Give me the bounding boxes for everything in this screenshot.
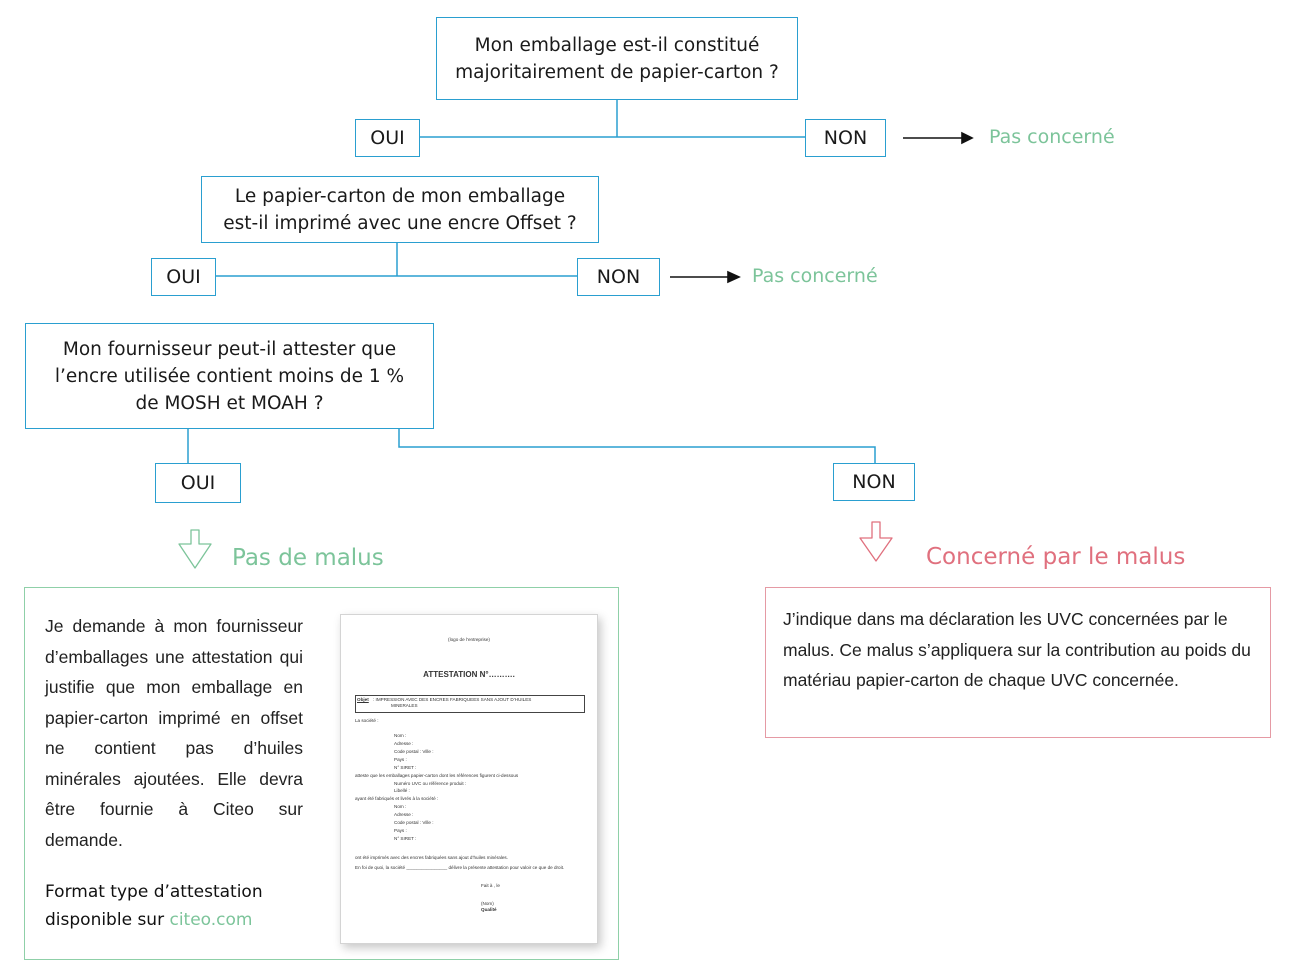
attestation-line: N° SIRET : xyxy=(394,765,417,770)
malus-panel: J’indique dans ma déclaration les UVC co… xyxy=(765,587,1271,738)
format-note-prefix: disponible sur xyxy=(45,910,165,930)
citeo-link[interactable]: citeo.com xyxy=(169,910,253,930)
attestation-line: ont été imprimés avec des encres fabriqu… xyxy=(355,855,508,860)
question-1-box: Mon emballage est-il constitué majoritai… xyxy=(436,17,798,100)
attestation-line: En foi de quoi, la société _____________… xyxy=(355,865,565,870)
question-2-box: Le papier-carton de mon emballage est-il… xyxy=(201,176,599,243)
attestation-objet-box xyxy=(355,695,585,713)
q1-oui-tag: OUI xyxy=(355,119,420,157)
q1-non-tag: NON xyxy=(805,119,886,157)
malus-label: Concerné par le malus xyxy=(926,544,1186,570)
connector-q3-non xyxy=(398,428,876,464)
question-2-line-1: Le papier-carton de mon emballage xyxy=(234,185,566,207)
attestation-logo-line: (logo de l’entreprise) xyxy=(448,637,490,642)
q2-not-concerned: Pas concerné xyxy=(752,265,878,287)
attestation-line: Qualité xyxy=(481,907,497,912)
attestation-line: N° SIRET : xyxy=(394,836,417,841)
arrow-head-2 xyxy=(727,270,741,284)
attestation-objet-label: Objet xyxy=(357,697,369,702)
attestation-title: ATTESTATION N°………. xyxy=(423,670,515,679)
attestation-objet-text-2: MINERALES xyxy=(391,703,418,708)
arrow-head-1 xyxy=(961,131,974,145)
attestation-line: atteste que les emballages papier-carton… xyxy=(355,773,519,778)
format-note-line-2: disponible sur citeo.com xyxy=(45,906,335,934)
attestation-line: ayant été fabriqués et livrés à la socié… xyxy=(355,796,439,801)
q1-not-concerned: Pas concerné xyxy=(989,126,1115,148)
attestation-line: Pays : xyxy=(394,828,407,833)
malus-text: J’indique dans ma déclaration les UVC co… xyxy=(783,609,1251,690)
format-note-line-1: Format type d’attestation xyxy=(45,882,263,902)
question-3-line-2: l’encre utilisée contient moins de 1 % xyxy=(54,365,405,387)
q3-non-tag: NON xyxy=(833,463,915,501)
attestation-objet-text: : IMPRESSION AVEC DES ENCRES FABRIQUEES … xyxy=(373,697,532,702)
question-3-line-1: Mon fournisseur peut-il attester que xyxy=(62,338,397,360)
attestation-line: Adresse : xyxy=(394,741,414,746)
attestation-document-thumbnail: (logo de l’entreprise) ATTESTATION N°………… xyxy=(340,614,598,944)
format-note: Format type d’attestation disponible sur… xyxy=(45,878,335,934)
attestation-line: Nom : xyxy=(394,804,407,809)
attestation-line: Fait à , le xyxy=(481,883,500,888)
attestation-line: Code postal : Ville : xyxy=(394,820,434,825)
question-1-line-1: Mon emballage est-il constitué xyxy=(474,34,760,56)
question-3-line-3: de MOSH et MOAH ? xyxy=(135,392,324,414)
no-malus-text: Je demande à mon fournisseur d’emballage… xyxy=(45,616,303,850)
attestation-line: Numéro UVC ou référence produit : xyxy=(394,781,467,786)
attestation-line: Nom : xyxy=(394,733,407,738)
q3-oui-tag: OUI xyxy=(155,463,241,503)
question-1-line-2: majoritairement de papier-carton ? xyxy=(455,61,779,83)
attestation-line: Libellé : xyxy=(394,788,410,793)
no-malus-label: Pas de malus xyxy=(232,545,384,571)
q2-non-tag: NON xyxy=(577,258,660,296)
attestation-line: Pays : xyxy=(394,757,407,762)
down-arrow-icon-pink xyxy=(859,521,893,562)
attestation-line: Code postal : Ville : xyxy=(394,749,434,754)
question-3-box: Mon fournisseur peut-il attester que l’e… xyxy=(25,323,434,429)
down-arrow-icon-green xyxy=(178,529,212,569)
attestation-line: (Nom) xyxy=(481,901,494,906)
attestation-line: Adresse : xyxy=(394,812,414,817)
question-2-line-2: est-il imprimé avec une encre Offset ? xyxy=(223,212,577,234)
attestation-line: La société : xyxy=(355,718,379,723)
q2-oui-tag: OUI xyxy=(151,258,216,296)
